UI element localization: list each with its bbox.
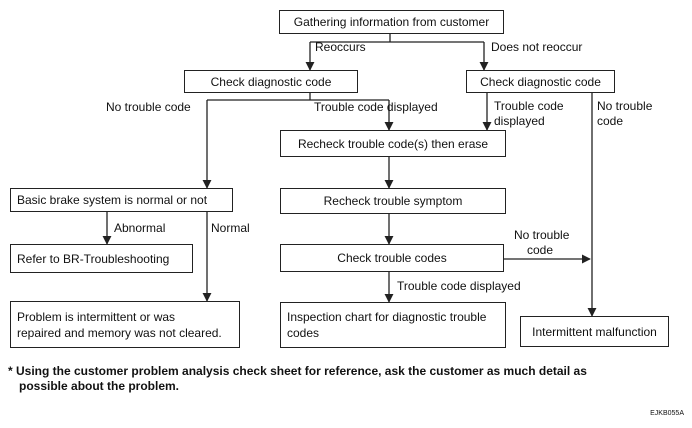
- recheck-symptom-label: Recheck trouble symptom: [323, 194, 463, 208]
- label-trouble-code-displayed-bottom: Trouble code displayed: [397, 279, 521, 293]
- footnote-line2: possible about the problem.: [19, 379, 180, 393]
- basic-brake-label: Basic brake system is normal or not: [17, 193, 208, 207]
- intermittent-malfunction-box: Intermittent malfunction: [520, 316, 669, 347]
- gathering-info-box: Gathering information from customer: [279, 10, 504, 34]
- label-no-trouble-code-left: No trouble code: [106, 100, 191, 114]
- footnote: * Using the customer problem analysis ch…: [8, 364, 587, 394]
- check-trouble-codes-label: Check trouble codes: [337, 251, 447, 265]
- intermittent-problem-line1: Problem is intermittent or was: [17, 309, 176, 324]
- check-diagnostic-code-box-right: Check diagnostic code: [466, 70, 615, 93]
- check-trouble-codes-box: Check trouble codes: [280, 244, 504, 272]
- intermittent-problem-line2: repaired and memory was not cleared.: [17, 325, 222, 340]
- check-diagnostic-code-box-left: Check diagnostic code: [184, 70, 358, 93]
- label-trouble-code-displayed-center: Trouble code displayed: [314, 100, 438, 114]
- inspection-chart-line1: Inspection chart for diagnostic trouble: [287, 310, 487, 324]
- footnote-line1: * Using the customer problem analysis ch…: [8, 364, 587, 378]
- label-no-trouble-code-mid-2: code: [527, 243, 554, 257]
- recheck-erase-box: Recheck trouble code(s) then erase: [280, 130, 506, 157]
- label-trouble-code-displayed-right-1: Trouble code: [494, 99, 564, 113]
- check-diagnostic-code-label-right: Check diagnostic code: [480, 74, 601, 89]
- figure-code: EJKB055A: [650, 410, 684, 417]
- check-diagnostic-code-label-left: Check diagnostic code: [210, 74, 332, 89]
- inspection-chart-box: Inspection chart for diagnostic trouble …: [280, 302, 506, 348]
- label-trouble-code-displayed-right-2: displayed: [494, 114, 545, 128]
- refer-br-label: Refer to BR-Troubleshooting: [17, 251, 170, 266]
- label-abnormal: Abnormal: [114, 221, 166, 235]
- label-no-trouble-code-right-1: No trouble: [597, 99, 653, 113]
- gathering-info-label: Gathering information from customer: [293, 15, 490, 29]
- label-reoccurs: Reoccurs: [315, 40, 366, 54]
- label-no-trouble-code-mid-1: No trouble: [514, 228, 570, 242]
- basic-brake-box: Basic brake system is normal or not: [10, 188, 233, 212]
- refer-br-box: Refer to BR-Troubleshooting: [10, 244, 193, 273]
- label-normal: Normal: [211, 221, 250, 235]
- inspection-chart-line2: codes: [287, 326, 320, 340]
- recheck-symptom-box: Recheck trouble symptom: [280, 188, 506, 214]
- recheck-erase-label: Recheck trouble code(s) then erase: [297, 136, 489, 151]
- label-no-trouble-code-right-2: code: [597, 114, 624, 128]
- intermittent-problem-box: Problem is intermittent or was repaired …: [10, 301, 240, 348]
- intermittent-malfunction-label: Intermittent malfunction: [532, 324, 657, 339]
- label-does-not-reoccur: Does not reoccur: [491, 40, 583, 54]
